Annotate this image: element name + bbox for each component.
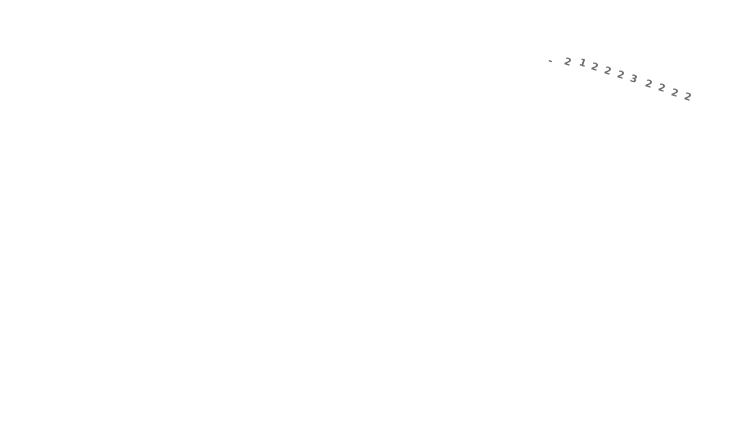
faint-glyph: 2 — [602, 65, 613, 78]
faint-glyph: - — [546, 55, 554, 68]
faint-glyph: 2 — [589, 61, 600, 74]
faint-glyph: 2 — [562, 56, 573, 69]
faint-glyph: 2 — [682, 91, 693, 104]
faint-glyph: 2 — [615, 69, 626, 82]
faint-glyph: 2 — [669, 87, 680, 100]
faint-glyph: 2 — [656, 82, 667, 95]
faint-glyph: 3 — [628, 73, 639, 86]
faint-glyph: 1 — [577, 57, 588, 70]
faint-glyph: 2 — [643, 78, 654, 91]
